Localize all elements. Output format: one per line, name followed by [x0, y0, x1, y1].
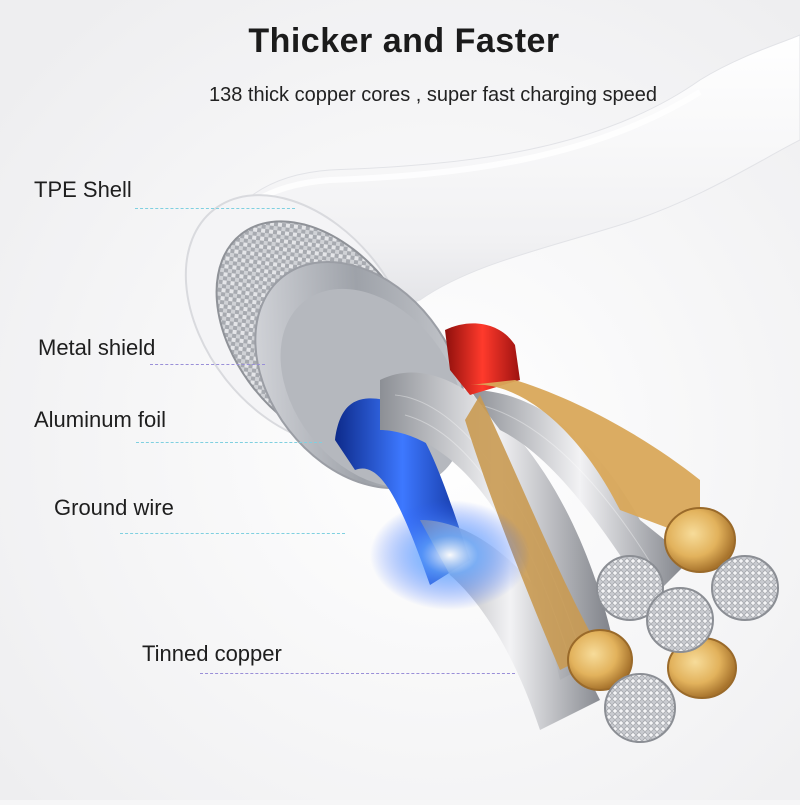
callout-aluminum-foil: Aluminum foil: [34, 407, 167, 432]
callout-tpe-shell: TPE Shell: [34, 177, 132, 202]
leader-line-tpe-shell: [135, 208, 295, 209]
leader-line-aluminum-foil: [136, 442, 322, 443]
page-title: Thicker and Faster: [248, 22, 560, 60]
page-subtitle: 138 thick copper cores , super fast char…: [208, 84, 658, 106]
callout-tinned-copper: Tinned copper: [142, 641, 282, 666]
callout-metal-shield: Metal shield: [38, 335, 156, 360]
leader-line-ground-wire: [120, 533, 345, 534]
callout-ground-wire: Ground wire: [54, 495, 174, 520]
leader-line-metal-shield: [150, 364, 265, 365]
leader-line-tinned-copper: [200, 673, 515, 674]
